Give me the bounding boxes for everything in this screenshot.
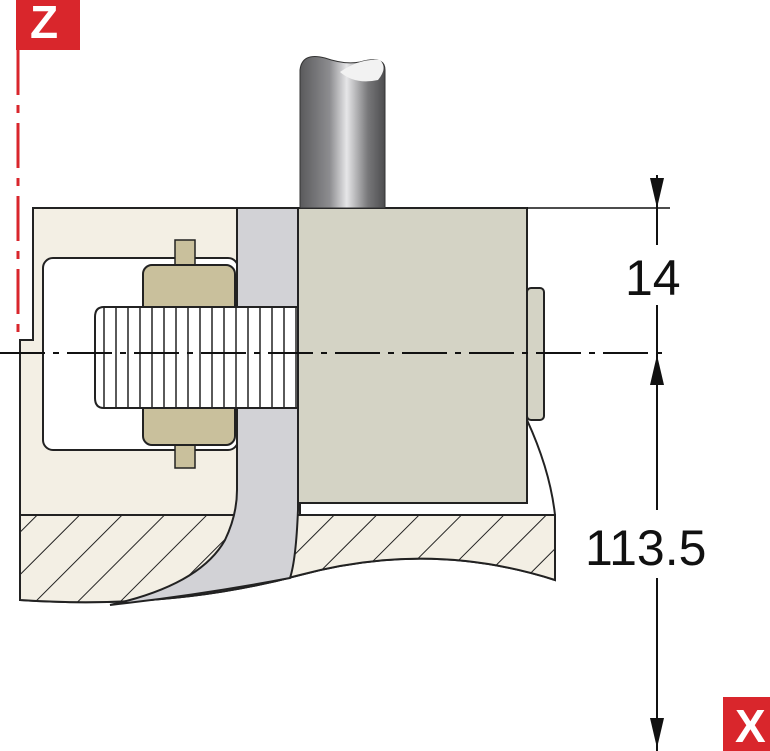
bolt-thread bbox=[94, 306, 301, 409]
arrow-down-icon bbox=[650, 718, 664, 748]
nut-pin-top bbox=[174, 239, 196, 267]
nut-pin-bottom bbox=[174, 443, 196, 469]
x-axis-badge bbox=[723, 697, 770, 751]
z-axis-label: Z bbox=[30, 0, 58, 48]
dimension-lower-label: 113.5 bbox=[585, 520, 706, 576]
dimension-upper-label: 14 bbox=[625, 250, 681, 306]
z-axis-badge bbox=[16, 0, 80, 50]
rod bbox=[299, 56, 386, 209]
rod-end bbox=[340, 59, 384, 82]
arrow-down-icon bbox=[650, 178, 664, 208]
sensor-block bbox=[297, 207, 528, 504]
arrow-up-icon bbox=[650, 355, 664, 385]
x-axis-label: X bbox=[735, 700, 766, 751]
